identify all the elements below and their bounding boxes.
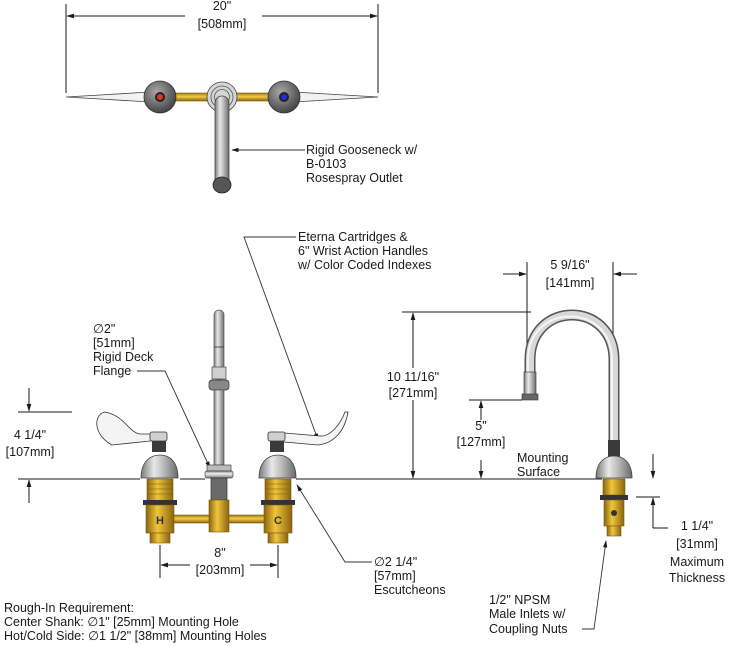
top-view: 20" [508mm] Rigid Gooseneck w/ B-0103 Ro… (65, 0, 418, 194)
cold-wrist-handle (272, 411, 349, 446)
centers-mm: [203mm] (196, 563, 245, 577)
cold-escutcheon (258, 454, 297, 479)
centers-in: 8" (214, 546, 225, 560)
thickness-label-1: Maximum (670, 555, 724, 569)
gooseneck-callout-2: B-0103 (306, 157, 346, 171)
overall-width-in: 20" (213, 0, 231, 13)
cartridges-leader (243, 236, 319, 441)
thickness-mm: [31mm] (676, 537, 718, 551)
mounting-surface-label-2: Surface (517, 465, 560, 479)
clearance-in: 5" (475, 419, 486, 433)
inlets-callout-1: 1/2" NPSM (489, 593, 550, 607)
cartridges-callout-3: w/ Color Coded Indexes (297, 258, 431, 272)
overall-width-mm: [508mm] (198, 17, 247, 31)
flange-leader (137, 370, 211, 469)
thickness-in: 1 1/4" (681, 519, 713, 533)
rough-in-notes: Rough-In Requirement: Center Shank: ∅1" … (4, 601, 267, 643)
side-view: 5 9/16" [141mm] 10 11/16" [271mm] 5" [12… (370, 258, 725, 636)
gooseneck-side (524, 309, 620, 455)
inlets-callout-3: Coupling Nuts (489, 622, 568, 636)
spout-escutcheon-side (595, 455, 633, 479)
rosespray-outlet-top (212, 176, 232, 194)
hot-valve: H (96, 411, 179, 544)
center-tee (208, 499, 230, 533)
rosespray-outlet-side (521, 393, 539, 401)
hot-escutcheon (140, 454, 179, 479)
thickness-label-2: Thickness (669, 571, 725, 585)
flange-callout-3: Rigid Deck (93, 350, 154, 364)
cartridges-callout-2: 6" Wrist Action Handles (298, 244, 428, 258)
clearance-mm: [127mm] (457, 435, 506, 449)
gooseneck-callout-1: Rigid Gooseneck w/ (306, 143, 418, 157)
front-view: Eterna Cartridges & 6" Wrist Action Hand… (6, 230, 602, 597)
reach-in: 5 9/16" (550, 258, 589, 272)
handle-height-in: 4 1/4" (14, 428, 46, 442)
inlets-callout-2: Male Inlets w/ (489, 607, 566, 621)
rough-in-title: Rough-In Requirement: (4, 601, 134, 615)
cartridges-callout-1: Eterna Cartridges & (298, 230, 408, 244)
escutcheons-callout-3: Escutcheons (374, 583, 446, 597)
inlets-leader (582, 540, 608, 630)
mounting-surface-label-1: Mounting (517, 451, 568, 465)
cold-index-dot (281, 94, 287, 100)
height-in: 10 11/16" (387, 370, 439, 384)
flange-callout-2: [51mm] (93, 336, 135, 350)
hot-letter: H (156, 515, 164, 527)
flange-callout-4: Flange (93, 364, 131, 378)
rough-in-center-shank: Center Shank: ∅1" [25mm] Mounting Hole (4, 615, 239, 629)
deck-flange (204, 470, 234, 479)
cold-valve: C (258, 411, 349, 544)
hot-index-dot (157, 94, 163, 100)
handle-height-mm: [107mm] (6, 445, 55, 459)
flange-callout-1: ∅2" (93, 322, 115, 336)
reach-mm: [141mm] (546, 276, 595, 290)
gooseneck-callout-3: Rosespray Outlet (306, 171, 403, 185)
center-spout (204, 309, 234, 501)
gooseneck-top (214, 95, 230, 187)
escutcheons-callout-2: [57mm] (374, 569, 416, 583)
escutcheons-leader (296, 484, 372, 563)
rough-in-hot-cold-side: Hot/Cold Side: ∅1 1/2" [38mm] Mounting H… (4, 629, 267, 643)
height-mm: [271mm] (389, 386, 438, 400)
cold-letter: C (274, 515, 282, 527)
escutcheons-callout-1: ∅2 1/4" (374, 555, 417, 569)
